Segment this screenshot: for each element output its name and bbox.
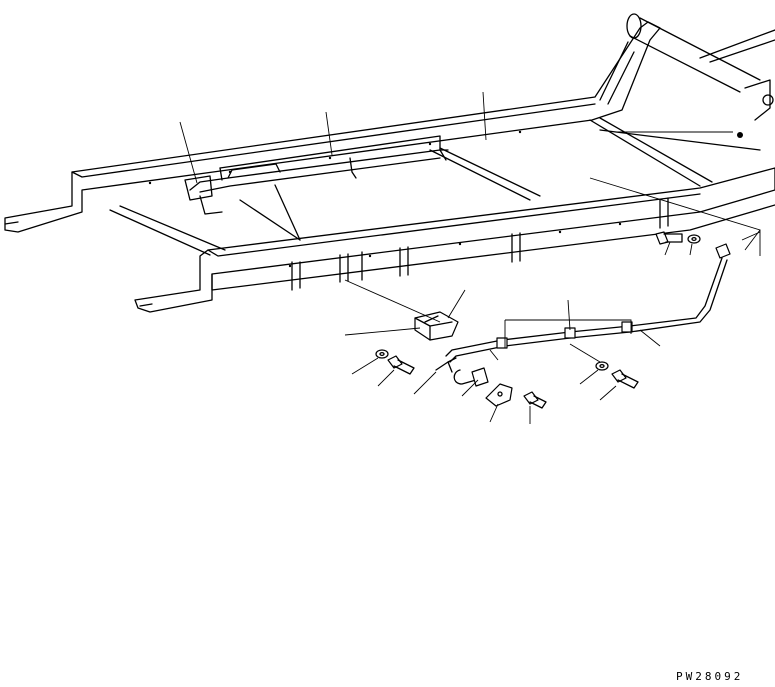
clamp-block	[414, 311, 459, 341]
bolt-hole-dots	[148, 130, 743, 268]
frame-pipe	[189, 135, 449, 193]
cross-members	[109, 117, 761, 256]
frame-bracket	[184, 175, 223, 215]
bolt-upper-right	[655, 231, 683, 245]
washer-mid	[595, 361, 609, 371]
cross-tube	[626, 13, 775, 121]
drawing-code: PW28092	[676, 670, 744, 683]
leader-lines	[179, 91, 761, 424]
rail-stiffeners	[291, 197, 669, 291]
frame-near-rail	[134, 167, 775, 313]
frame-far-rail	[4, 21, 661, 233]
hose-assembly	[445, 243, 731, 363]
mount-plate	[485, 383, 513, 407]
bent-pipe	[435, 357, 477, 385]
bolt-right-lower	[611, 369, 639, 389]
washer-left	[375, 349, 389, 359]
washer-right	[687, 234, 701, 244]
bolt-left	[387, 355, 415, 375]
bolt-mid-small	[523, 391, 547, 409]
